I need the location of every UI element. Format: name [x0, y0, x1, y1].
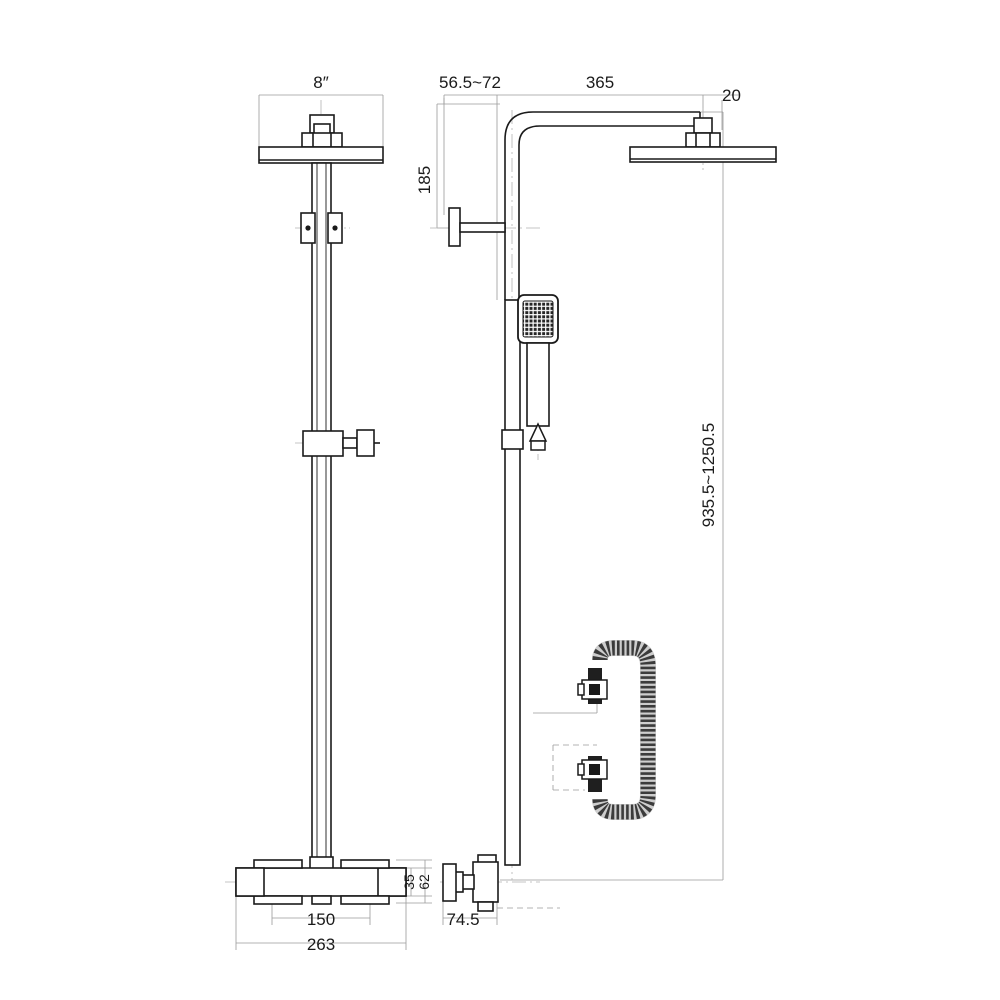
hand-shower-handset: [517, 294, 559, 451]
hose-connector-lower: [577, 759, 608, 780]
thermostatic-mixer-valve-front-view: [235, 856, 407, 905]
dim-valve-height-small: 35: [401, 874, 417, 890]
riser-rail-front-view: [311, 162, 332, 866]
riser-coupling: [501, 429, 524, 450]
wall-mount-bracket-side-view: [448, 207, 506, 247]
overhead-shower-head-side-view: [629, 117, 777, 163]
dim-head-diameter: 8″: [313, 73, 328, 92]
dim-overall-height: 935.5~1250.5: [699, 423, 718, 527]
dim-arm-reach: 365: [586, 73, 614, 92]
dim-valve-width: 263: [307, 935, 335, 954]
dim-head-thickness: 20: [722, 86, 741, 105]
wall-mount-bracket: [300, 212, 343, 244]
dim-wall-offset: 56.5~72: [439, 73, 501, 92]
hose-connector-upper: [577, 679, 608, 700]
coiled-flexible-hose: [577, 640, 656, 820]
dim-valve-centers: 150: [307, 910, 335, 929]
slider-bracket: [302, 429, 380, 457]
dim-valve-height-large: 62: [416, 874, 432, 890]
dimension-labels: 8″ 56.5~72 365 20 185 935.5~1250.5 150 2…: [307, 73, 741, 954]
dim-valve-depth: 74.5: [446, 910, 479, 929]
dim-arm-rise: 185: [415, 166, 434, 194]
thermostatic-mixer-valve-side-view: [442, 854, 499, 912]
riser-rail-side-view: [504, 299, 521, 866]
overhead-shower-head-front-view: [258, 114, 384, 164]
